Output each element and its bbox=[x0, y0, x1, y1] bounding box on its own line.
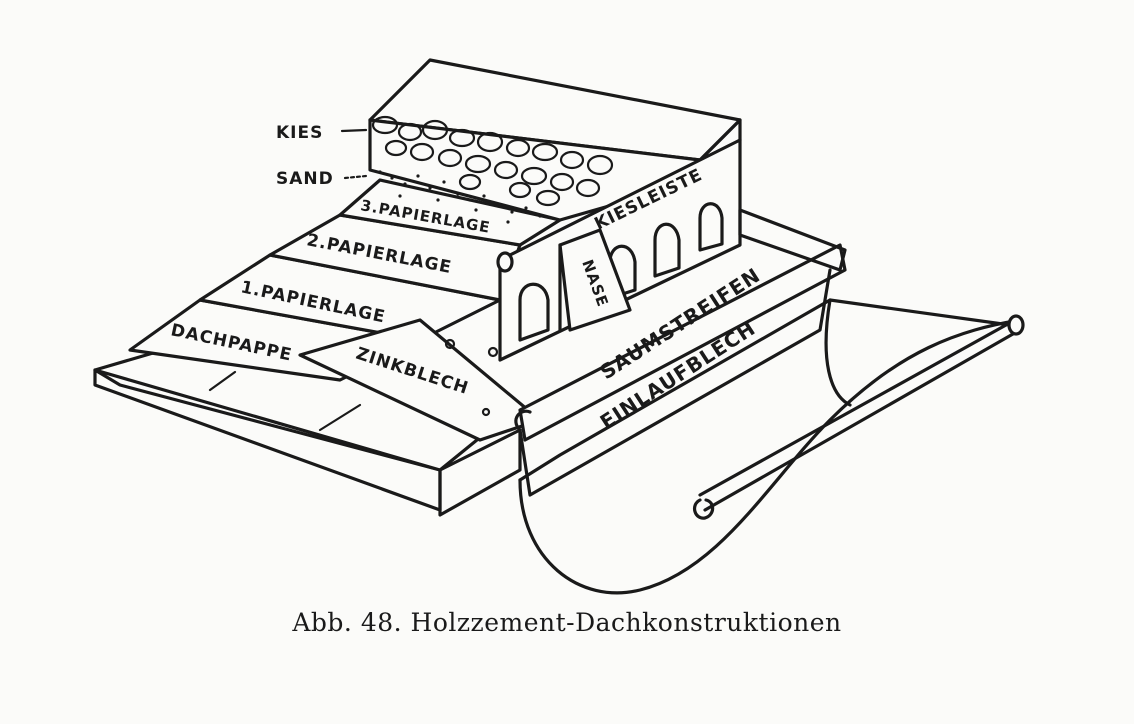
gutter bbox=[518, 298, 1025, 595]
edge-strip bbox=[444, 208, 847, 497]
figure-caption: Abb. 48. Holzzement-Dachkonstruktionen bbox=[292, 608, 842, 637]
nose-bracket bbox=[558, 228, 632, 332]
label-sand: SAND bbox=[276, 169, 334, 189]
paper-layers bbox=[128, 178, 562, 442]
label-kies: KIES bbox=[276, 123, 323, 143]
